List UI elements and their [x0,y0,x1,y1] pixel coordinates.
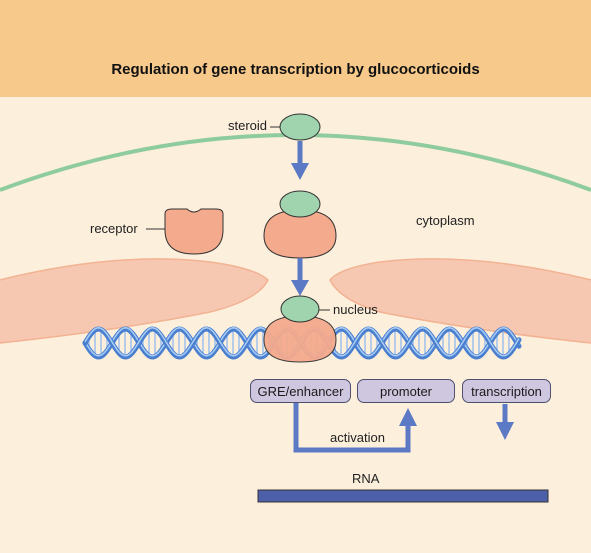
activation-path [293,400,411,453]
nuclear-envelope-right [329,258,591,344]
rna-label: RNA [352,471,380,486]
header-band [0,0,591,97]
bound-receptor [263,315,337,363]
steroid-label: steroid [228,118,268,133]
activation-arrowhead [399,408,417,426]
complex-receptor [263,209,337,259]
complex-steroid [279,190,321,218]
cell-membrane [0,133,591,192]
free-receptor [164,208,224,255]
rna-bar [257,489,549,503]
cytoplasm-label: cytoplasm [416,213,475,228]
steroid-molecule [279,113,321,141]
gre-enhancer-box: GRE/enhancer [250,379,351,403]
arrow-entry-head [291,163,309,180]
transcription-box: transcription [462,379,551,403]
diagram-title: Regulation of gene transcription by gluc… [111,61,480,78]
nucleus-label: nucleus [333,302,378,317]
arrow-nuclear-head [291,280,309,296]
activation-label: activation [330,430,385,445]
promoter-box: promoter [357,379,455,403]
receptor-label: receptor [90,221,138,236]
bound-steroid [280,295,320,323]
transcription-arrowhead [496,422,514,440]
